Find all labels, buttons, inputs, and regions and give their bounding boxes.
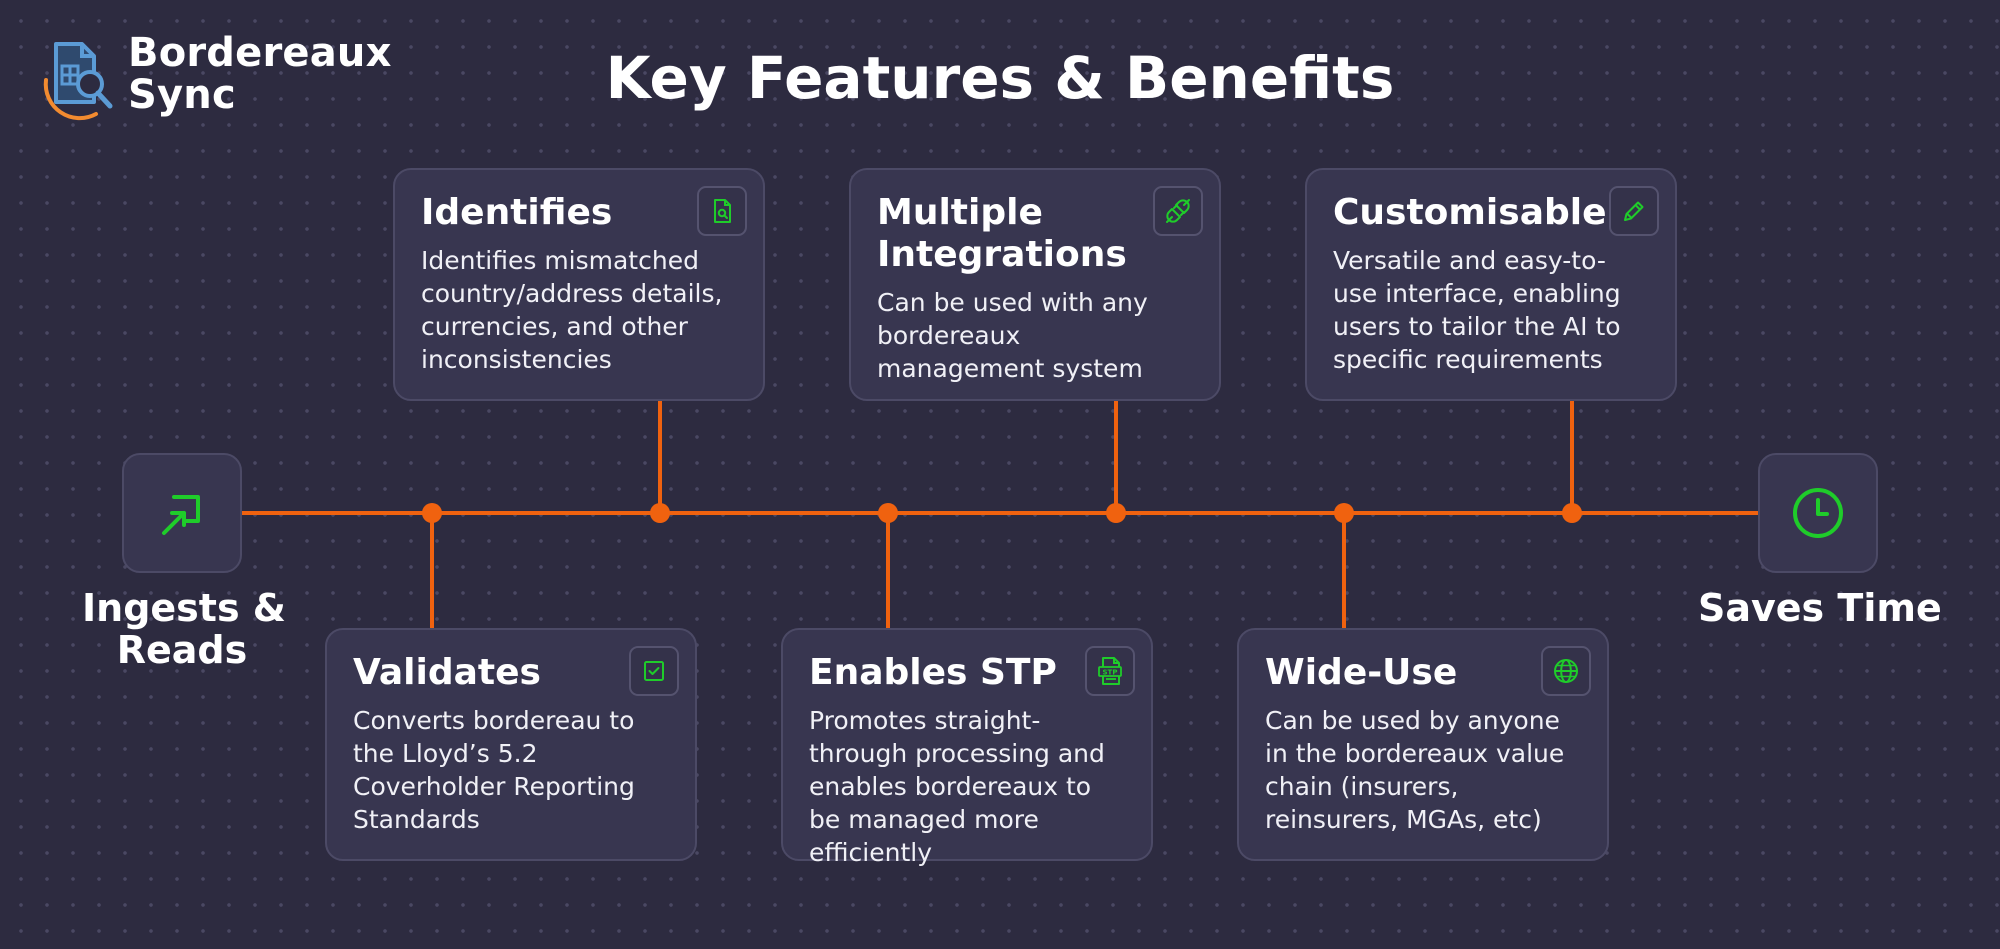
pencil-icon bbox=[1624, 201, 1644, 221]
brand-line-1: Bordereaux bbox=[128, 30, 392, 76]
feature-card-text: Promotes straight-through processing and… bbox=[809, 706, 1105, 867]
feature-card-title: Enables STP bbox=[809, 652, 1057, 693]
timeline-node bbox=[1562, 503, 1582, 523]
feature-card-wide-use: Wide-Use Can be used by anyone in the bo… bbox=[1237, 628, 1609, 861]
arrow-into-box-icon bbox=[162, 495, 200, 535]
globe-icon bbox=[1554, 659, 1578, 683]
stp-file-icon: STP bbox=[1098, 657, 1122, 685]
start-label-line-2: Reads bbox=[116, 628, 248, 672]
feature-card-text: Converts bordereau to the Lloyd’s 5.2 Co… bbox=[353, 706, 635, 834]
feature-card-multiple-integrations: Multiple Integrations Can be used with a… bbox=[849, 168, 1221, 401]
brand-line-2: Sync bbox=[128, 72, 236, 118]
bordereaux-sync-logo-icon bbox=[43, 42, 113, 121]
feature-card-text: Can be used by anyone in the bordereaux … bbox=[1265, 706, 1565, 834]
clock-icon bbox=[1793, 488, 1843, 538]
timeline-node bbox=[1334, 503, 1354, 523]
feature-icon-box bbox=[1541, 646, 1591, 696]
start-label-line-1: Ingests & bbox=[82, 586, 286, 630]
end-label: Saves Time bbox=[1698, 586, 1942, 630]
timeline-node bbox=[650, 503, 670, 523]
checkbox-icon bbox=[644, 661, 664, 681]
brand-name: Bordereaux Sync bbox=[128, 32, 392, 116]
feature-card-text: Identifies mismatched country/address de… bbox=[421, 246, 723, 374]
start-label: Ingests & Reads bbox=[82, 586, 286, 672]
timeline-node bbox=[422, 503, 442, 523]
start-node bbox=[122, 453, 242, 573]
document-search-icon bbox=[714, 199, 731, 223]
feature-card-title: Multiple Integrations bbox=[877, 192, 1127, 275]
feature-card-customisable: Customisable Versatile and easy-to-use i… bbox=[1305, 168, 1677, 401]
feature-card-enables-stp: Enables STP Promotes straight-through pr… bbox=[781, 628, 1153, 867]
feature-card-text: Can be used with any bordereaux manageme… bbox=[877, 288, 1148, 383]
feature-card-title: Wide-Use bbox=[1265, 652, 1458, 693]
feature-card-title: Customisable bbox=[1333, 192, 1607, 233]
feature-icon-box bbox=[1153, 186, 1203, 236]
feature-card-text: Versatile and easy-to-use interface, ena… bbox=[1333, 246, 1621, 374]
feature-icon-box bbox=[697, 186, 747, 236]
end-node bbox=[1758, 453, 1878, 573]
feature-card-title: Identifies bbox=[421, 192, 613, 233]
plug-icon bbox=[1166, 199, 1190, 223]
feature-icon-box bbox=[629, 646, 679, 696]
feature-card-title: Validates bbox=[353, 652, 541, 693]
feature-icon-box bbox=[1609, 186, 1659, 236]
stp-icon-text: STP bbox=[1103, 668, 1118, 676]
timeline-node bbox=[878, 503, 898, 523]
feature-icon-box: STP bbox=[1085, 646, 1135, 696]
feature-card-validates: Validates Converts bordereau to the Lloy… bbox=[325, 628, 697, 861]
page-title: Key Features & Benefits bbox=[605, 44, 1395, 112]
feature-card-identifies: Identifies Identifies mismatched country… bbox=[393, 168, 765, 401]
timeline-node bbox=[1106, 503, 1126, 523]
